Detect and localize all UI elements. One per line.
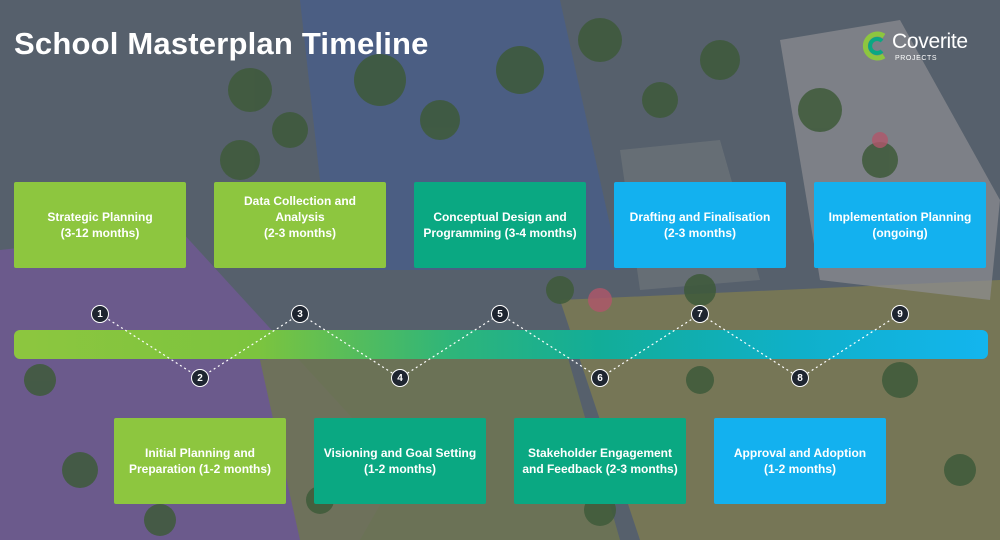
stage-title: Data Collection and Analysis — [243, 194, 356, 224]
stage-title: Drafting and Finalisation — [629, 210, 771, 224]
stage-marker-7: 7 — [691, 305, 709, 323]
stage-duration: (1-2 months) — [364, 462, 436, 476]
stage-box-5: Conceptual Design and Programming (3-4 m… — [414, 182, 586, 268]
timeline-bar — [14, 330, 988, 359]
stage-title: Strategic Planning — [47, 210, 153, 224]
c-logo-icon — [862, 31, 886, 61]
stage-marker-6: 6 — [591, 369, 609, 387]
company-logo: Coverite PROJECTS — [862, 28, 990, 68]
stage-box-3: Data Collection and Analysis (2-3 months) — [214, 182, 386, 268]
stage-marker-2: 2 — [191, 369, 209, 387]
stage-marker-9: 9 — [891, 305, 909, 323]
stage-box-6: Stakeholder Engagement and Feedback (2-3… — [514, 418, 686, 504]
stage-title: Conceptual Design and Programming — [423, 210, 567, 240]
stage-marker-5: 5 — [491, 305, 509, 323]
stage-box-2: Initial Planning and Preparation (1-2 mo… — [114, 418, 286, 504]
stage-duration: (2-3 months) — [663, 226, 736, 240]
logo-name: Coverite — [892, 30, 968, 53]
stage-duration: (1-2 months) — [199, 462, 272, 476]
stage-title: Approval and Adoption — [733, 446, 867, 460]
stage-box-8: Approval and Adoption (1-2 months) — [714, 418, 886, 504]
logo-tagline: PROJECTS — [895, 55, 938, 62]
stage-duration: (1-2 months) — [764, 462, 836, 476]
stage-title: Initial Planning and Preparation — [128, 446, 255, 476]
stage-duration: (2-3 months) — [605, 462, 678, 476]
stage-box-7: Drafting and Finalisation (2-3 months) — [614, 182, 786, 268]
stage-duration: (2-3 months) — [264, 226, 336, 240]
stage-title: Visioning and Goal Setting — [323, 446, 477, 460]
stage-title: Stakeholder Engagement and Feedback — [522, 446, 673, 476]
stage-marker-3: 3 — [291, 305, 309, 323]
stage-title: Implementation Planning — [828, 210, 972, 224]
stage-box-1: Strategic Planning (3-12 months) — [14, 182, 186, 268]
stage-duration: (ongoing) — [872, 226, 928, 240]
stage-marker-4: 4 — [391, 369, 409, 387]
stage-box-4: Visioning and Goal Setting (1-2 months) — [314, 418, 486, 504]
stage-marker-8: 8 — [791, 369, 809, 387]
page-title: School Masterplan Timeline — [14, 26, 429, 61]
stage-duration: (3-12 months) — [60, 226, 140, 240]
stage-box-9: Implementation Planning (ongoing) — [814, 182, 986, 268]
stage-marker-1: 1 — [91, 305, 109, 323]
stage-duration: (3-4 months) — [504, 226, 577, 240]
